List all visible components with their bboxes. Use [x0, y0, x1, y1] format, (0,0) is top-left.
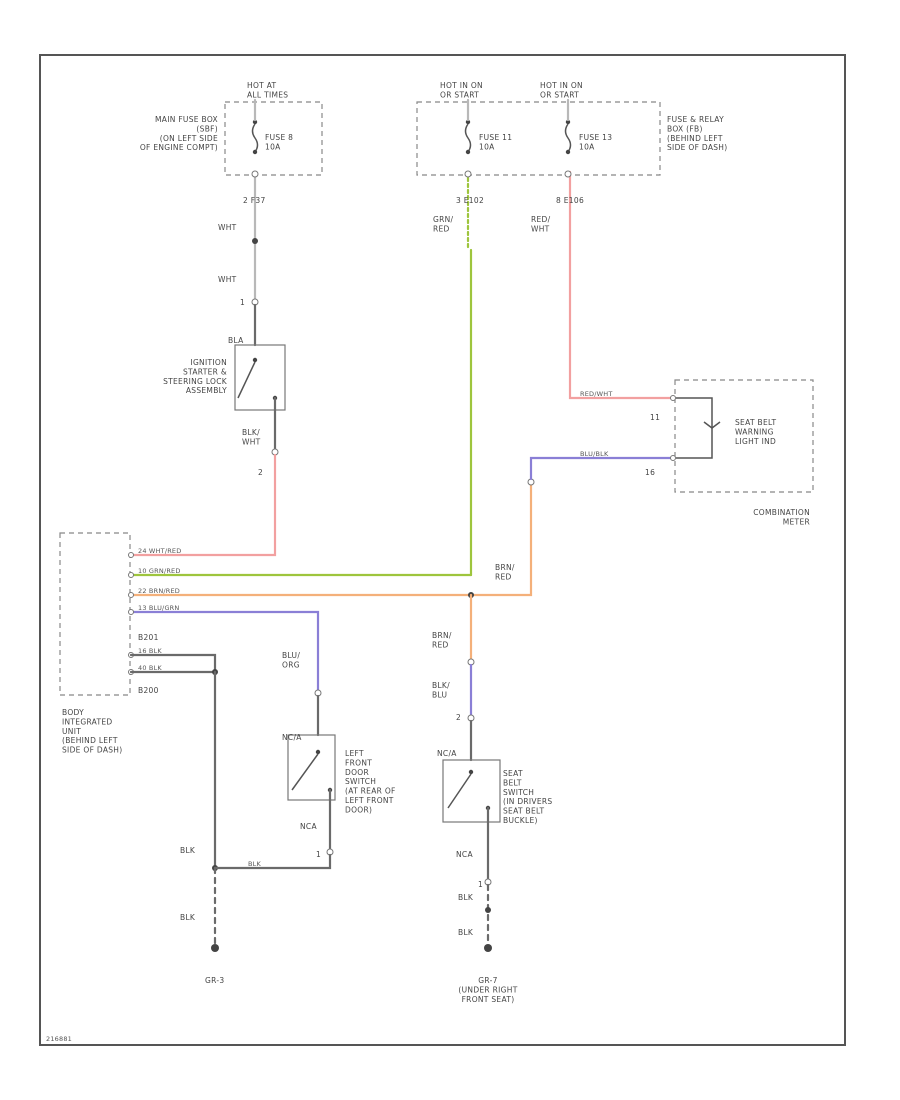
- door-pin-1-label: 1: [316, 850, 321, 859]
- seat-belt-indicator: [670, 395, 721, 461]
- wire-label-wht-mid: WHT: [218, 275, 237, 284]
- seat-belt-switch-contact: [447, 769, 491, 811]
- meter-wire-red-wht: RED/WHT: [580, 390, 613, 398]
- biu-blu-grn-label: 13 BLU/GRN: [138, 604, 179, 612]
- wire-label-brn-red-splice: BRN/RED: [495, 563, 515, 581]
- wht-splice-dot: [252, 238, 258, 244]
- door-nca-label: NCA: [300, 822, 317, 831]
- fuse-relay-box-outline: [416, 101, 661, 176]
- fuse-8-symbol: [251, 119, 259, 155]
- wire-label-brn-red-lower: BRN/RED: [432, 631, 452, 649]
- ground-gr7: [484, 944, 492, 952]
- belt-splice-dot: [485, 907, 491, 913]
- wire-label-blu-org: BLU/ORG: [282, 651, 300, 669]
- door-switch-box: [287, 734, 336, 801]
- wire-label-wht-top: WHT: [218, 223, 237, 232]
- wire-label-blk-left-2: BLK: [180, 913, 196, 922]
- ign-bla-label: BLA: [228, 336, 244, 345]
- ground-gr3-label: GR-3: [205, 976, 224, 985]
- biu-brn-red-label: 22 BRN/RED: [138, 587, 180, 595]
- wire-wht-red: [129, 453, 277, 557]
- diagram-border: [39, 54, 846, 1046]
- figure-id: 216881: [46, 1035, 72, 1043]
- wire-label-blk-belt-2: BLK: [458, 928, 474, 937]
- ign-pin-2-label: 2: [258, 468, 263, 477]
- wire-blk-biu-1: [129, 653, 217, 674]
- door-switch-contact: [291, 749, 333, 793]
- wire-label-red-wht-top: RED/WHT: [531, 215, 551, 233]
- conn-e106: 8 E106: [556, 196, 584, 205]
- ignition-switch-contact: [237, 357, 278, 401]
- biu-blk-1-label: 16 BLK: [138, 647, 162, 655]
- main-fuse-box-outline: [224, 101, 323, 176]
- fuse-13-symbol: [564, 119, 572, 155]
- belt-nca-label: NCA: [456, 850, 473, 859]
- biu-b201-label: B201: [138, 633, 159, 642]
- biu-blk-2-label: 40 BLK: [138, 664, 162, 672]
- biu-b200-label: B200: [138, 686, 159, 695]
- wire-label-blk-blu: BLK/BLU: [432, 681, 450, 699]
- door-nc-a-label: NC/A: [282, 733, 302, 742]
- combination-meter-box: [674, 379, 814, 493]
- ignition-switch-box: [234, 344, 286, 411]
- meter-pin-16: 16: [645, 468, 655, 477]
- wire-brn-red: [129, 483, 533, 597]
- meter-pin-11: 11: [650, 413, 660, 422]
- wire-red-wht: [568, 170, 672, 400]
- meter-wire-blu-blk: BLU/BLK: [580, 450, 609, 458]
- wire-label-blk-left-1: BLK: [180, 846, 196, 855]
- e102-terminal: [464, 170, 472, 178]
- conn-e102: 3 E102: [456, 196, 484, 205]
- biu-grn-red-label: 10 GRN/RED: [138, 567, 181, 575]
- wire-blu-grn: [129, 610, 320, 692]
- ign-pin-1-label: 1: [240, 298, 245, 307]
- seat-belt-switch-box: [442, 759, 501, 823]
- biu-pins: [128, 552, 134, 675]
- wire-blu-blk: [529, 456, 672, 481]
- wire-label-blk-door-gnd: BLK: [248, 860, 261, 868]
- conn-f37: 2 F37: [243, 196, 266, 205]
- ground-gr3: [211, 944, 219, 952]
- body-integrated-unit-box: [59, 532, 131, 696]
- wire-label-grn-red-top: GRN/RED: [433, 215, 454, 233]
- seat-pin-2-label: 2: [456, 713, 461, 722]
- e106-terminal: [564, 170, 572, 178]
- wire-blk-door-gnd: [213, 853, 332, 870]
- belt-pin-1-label: 1: [478, 880, 483, 889]
- wire-label-blk-wht: BLK/WHT: [242, 428, 261, 446]
- wire-label-blk-belt-1: BLK: [458, 893, 474, 902]
- f37-terminal: [251, 170, 259, 178]
- belt-nc-a-label: NC/A: [437, 749, 457, 758]
- biu-wht-red-label: 24 WHT/RED: [138, 547, 181, 555]
- fuse-11-symbol: [464, 119, 472, 155]
